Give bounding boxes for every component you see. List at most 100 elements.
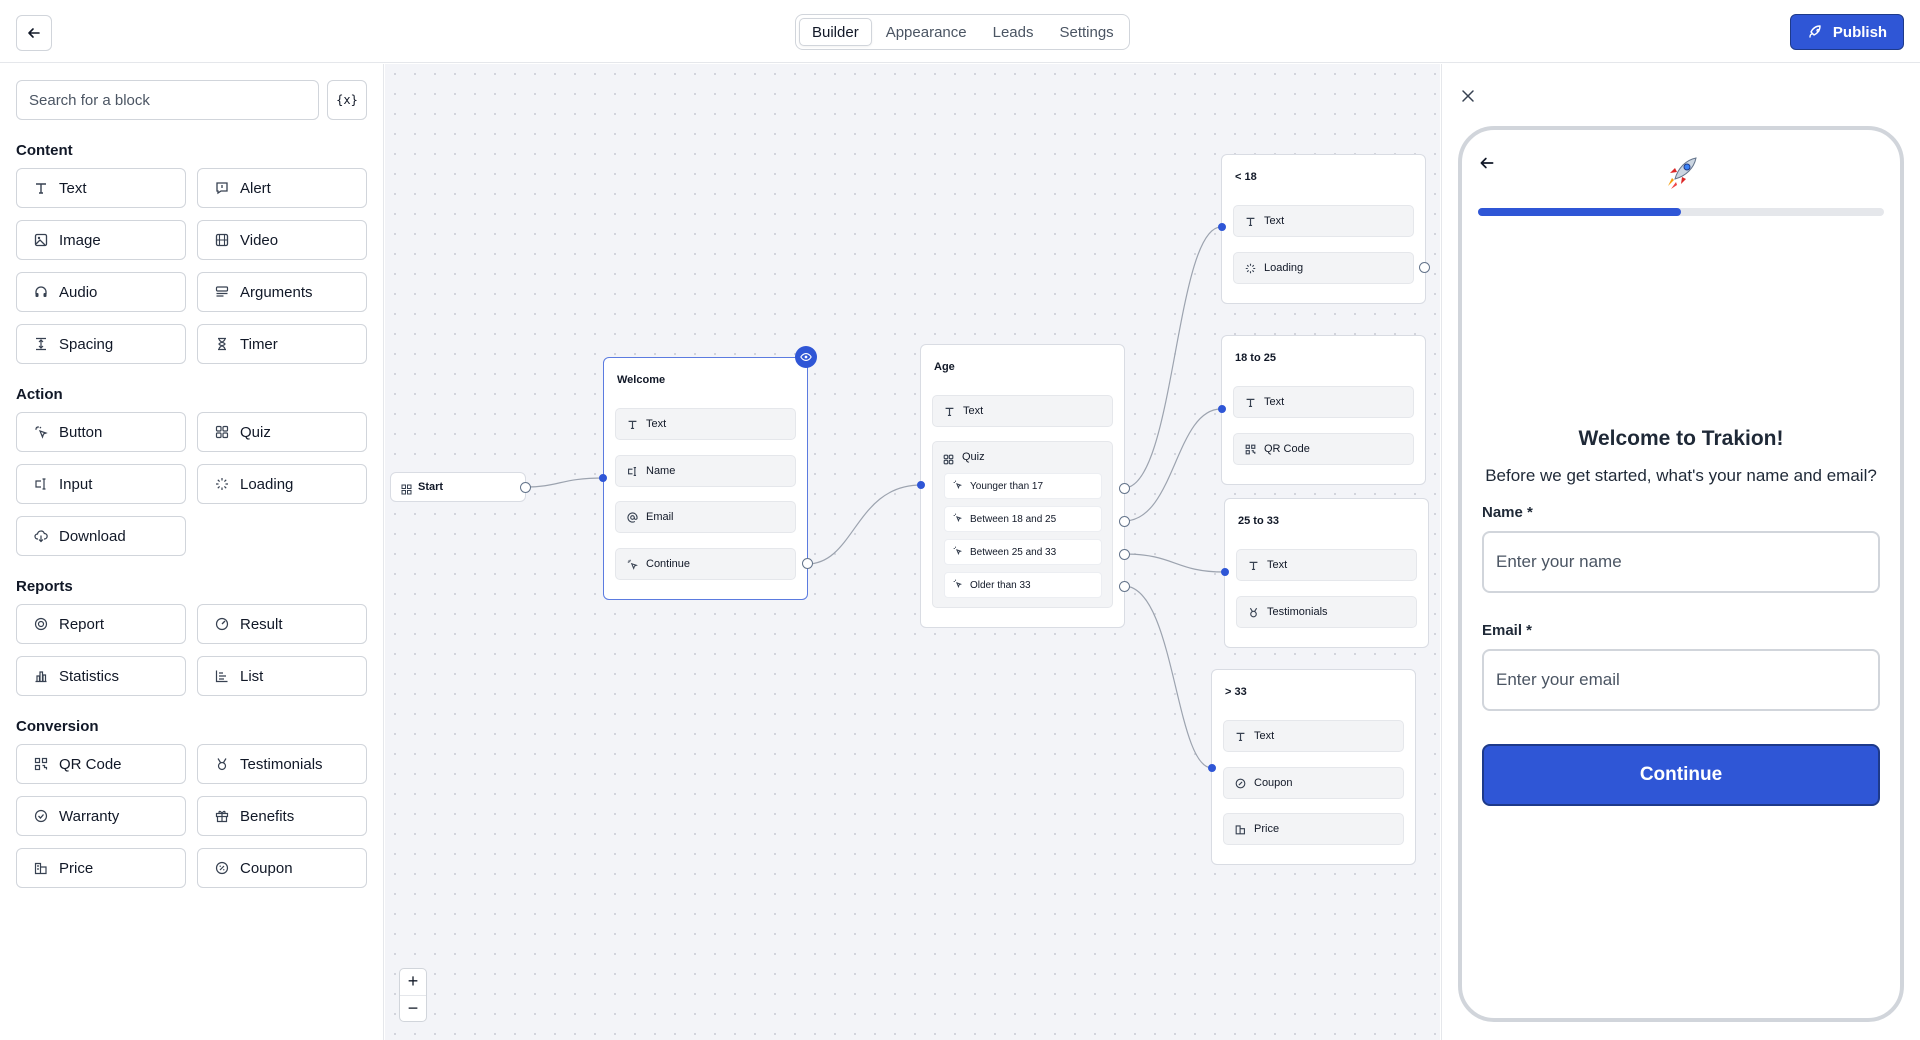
name-input[interactable] [1482,531,1880,593]
block-label: Result [240,615,283,633]
block-price[interactable]: Price [16,848,186,888]
quiz-option[interactable]: Between 18 and 25 [944,506,1102,532]
block-warranty[interactable]: Warranty [16,796,186,836]
block-label: Price [1254,823,1280,835]
film-icon [214,232,230,248]
email-input[interactable] [1482,649,1880,711]
block-input[interactable]: Input [16,464,186,504]
gt33-block-text[interactable]: Text [1223,720,1404,752]
welcome-node[interactable]: Welcome Text Name Email Continue [603,357,808,600]
block-report[interactable]: Report [16,604,186,644]
alert-icon [214,180,230,196]
preview-back-button[interactable] [1478,154,1496,177]
welcome-block-continue[interactable]: Continue [615,548,796,580]
block-loading[interactable]: Loading [197,464,367,504]
block-label: Arguments [240,283,313,301]
block-button[interactable]: Button [16,412,186,452]
age-input-port[interactable] [917,481,925,489]
start-grid-icon [401,482,412,495]
block-coupon[interactable]: Coupon [197,848,367,888]
25to33-node[interactable]: 25 to 33 Text Testimonials [1224,498,1429,648]
tab-appearance[interactable]: Appearance [885,23,967,41]
close-preview-button[interactable] [1456,84,1480,108]
input-cursor-icon [626,465,638,477]
publish-button[interactable]: Publish [1790,14,1904,50]
zoom-out-button[interactable]: − [407,997,419,1018]
block-quiz[interactable]: Quiz [197,412,367,452]
18to25-block-qr-code[interactable]: QR Code [1233,433,1414,465]
welcome-block-text[interactable]: Text [615,408,796,440]
block-text[interactable]: Text [16,168,186,208]
age-block-text[interactable]: Text [932,395,1113,427]
back-button[interactable] [16,15,52,51]
option-output-port[interactable] [1119,549,1130,560]
start-node[interactable]: Start [390,472,526,502]
tab-leads[interactable]: Leads [992,23,1034,41]
search-input[interactable] [16,80,319,120]
welcome-block-email[interactable]: Email [615,501,796,533]
block-alert[interactable]: Alert [197,168,367,208]
quiz-option[interactable]: Between 25 and 33 [944,539,1102,565]
start-label: Start [418,481,444,493]
tab-builder[interactable]: Builder [799,18,872,46]
lt18-input-port[interactable] [1218,223,1226,231]
editor-tabs: Builder Appearance Leads Settings [795,14,1130,50]
block-label: Download [59,527,126,545]
block-download[interactable]: Download [16,516,186,556]
loader-icon [214,476,230,492]
block-qr-code[interactable]: QR Code [16,744,186,784]
zoom-in-button[interactable]: + [400,969,426,996]
block-testimonials[interactable]: Testimonials [197,744,367,784]
preview-eye-badge[interactable] [795,346,817,368]
block-list[interactable]: List [197,656,367,696]
block-statistics[interactable]: Statistics [16,656,186,696]
price-tag-icon [1234,823,1246,835]
welcome-output-port[interactable] [802,558,813,569]
edge-welcome-age [806,484,922,565]
welcome-block-name[interactable]: Name [615,455,796,487]
gt33-input-port[interactable] [1208,764,1216,772]
25to33-block-text[interactable]: Text [1236,549,1417,581]
block-spacing[interactable]: Spacing [16,324,186,364]
option-output-port[interactable] [1119,483,1130,494]
block-image[interactable]: Image [16,220,186,260]
block-video[interactable]: Video [197,220,367,260]
text-icon [1244,396,1256,408]
gt33-node[interactable]: > 33 Text Coupon Price [1211,669,1416,865]
variables-button[interactable]: {x} [327,80,367,120]
block-arguments[interactable]: Arguments [197,272,367,312]
phone-frame: Welcome to Trakion! Before we get starte… [1458,126,1904,1022]
block-label: Text [59,179,87,197]
name-label: Name * [1482,504,1533,521]
lt18-block-text[interactable]: Text [1233,205,1414,237]
25to33-input-port[interactable] [1221,568,1229,576]
18to25-node[interactable]: 18 to 25 Text QR Code [1221,335,1426,485]
headphones-icon [33,284,49,300]
age-block-quiz[interactable]: Quiz Younger than 17 Between 18 and 25 B… [932,441,1113,608]
start-output-port[interactable] [520,482,531,493]
block-result[interactable]: Result [197,604,367,644]
flow-canvas[interactable]: Start Welcome Text Name Email Continue A… [385,64,1440,1040]
option-label: Older than 33 [970,579,1031,591]
gt33-block-price[interactable]: Price [1223,813,1404,845]
block-timer[interactable]: Timer [197,324,367,364]
gt33-block-coupon[interactable]: Coupon [1223,767,1404,799]
quiz-option[interactable]: Younger than 17 [944,473,1102,499]
lt18-block-loading[interactable]: Loading [1233,252,1414,284]
25to33-block-testimonials[interactable]: Testimonials [1236,596,1417,628]
quiz-option[interactable]: Older than 33 [944,572,1102,598]
lt18-node[interactable]: < 18 Text Loading [1221,154,1426,304]
block-benefits[interactable]: Benefits [197,796,367,836]
option-output-port[interactable] [1119,516,1130,527]
block-label: Price [59,859,94,877]
age-node[interactable]: Age Text Quiz Younger than 17 Between 18… [920,344,1125,628]
lt18-output-port[interactable] [1419,262,1430,273]
gauge-icon [214,616,230,632]
option-output-port[interactable] [1119,581,1130,592]
continue-button[interactable]: Continue [1482,744,1880,806]
18to25-block-text[interactable]: Text [1233,386,1414,418]
tab-settings[interactable]: Settings [1059,23,1114,41]
welcome-input-port[interactable] [599,474,607,482]
18to25-input-port[interactable] [1218,405,1226,413]
block-audio[interactable]: Audio [16,272,186,312]
